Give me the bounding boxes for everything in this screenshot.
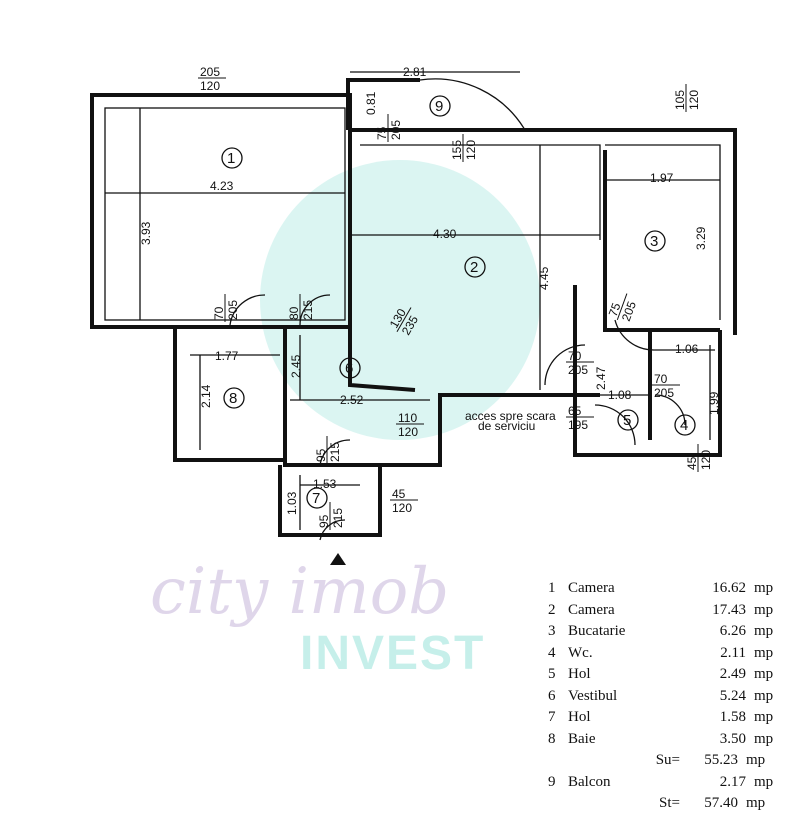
svg-text:205: 205 xyxy=(654,386,674,400)
svg-text:120: 120 xyxy=(392,501,412,515)
svg-text:4.30: 4.30 xyxy=(433,227,457,241)
svg-text:2.14: 2.14 xyxy=(199,384,213,408)
svg-text:120: 120 xyxy=(200,79,220,93)
svg-text:80: 80 xyxy=(287,306,301,320)
svg-text:65: 65 xyxy=(568,404,582,418)
svg-text:1.97: 1.97 xyxy=(650,171,674,185)
svg-text:1.03: 1.03 xyxy=(285,491,299,515)
walls xyxy=(90,71,737,565)
room-3-label: 3 xyxy=(650,233,658,250)
room-9-label: 9 xyxy=(435,98,443,115)
svg-text:3.29: 3.29 xyxy=(694,226,708,250)
svg-text:4.23: 4.23 xyxy=(210,179,234,193)
svg-text:195: 195 xyxy=(568,418,588,432)
room-7-label: 7 xyxy=(312,490,320,507)
svg-text:120: 120 xyxy=(687,90,701,110)
watermark-script: city imob xyxy=(150,555,450,629)
svg-text:45: 45 xyxy=(392,487,406,501)
svg-text:215: 215 xyxy=(331,508,345,528)
svg-text:120: 120 xyxy=(699,450,713,470)
svg-text:105: 105 xyxy=(673,90,687,110)
note-line2: de serviciu xyxy=(478,419,535,433)
svg-text:120: 120 xyxy=(398,425,418,439)
svg-text:205: 205 xyxy=(200,65,220,79)
svg-text:215: 215 xyxy=(328,442,342,462)
dimensions: 4.23 3.93 2.81 0.81 4.30 4.45 1.97 3.29 … xyxy=(139,65,721,515)
room-1-label: 1 xyxy=(227,150,235,167)
svg-text:95: 95 xyxy=(317,514,331,528)
svg-text:70: 70 xyxy=(654,372,668,386)
svg-text:110: 110 xyxy=(398,411,417,425)
svg-text:95: 95 xyxy=(314,448,328,462)
svg-text:155: 155 xyxy=(450,140,464,160)
room-labels: 1 2 3 4 5 6 7 8 9 xyxy=(221,95,696,509)
room-8-label: 8 xyxy=(229,390,237,407)
note-line1: acces spre scara xyxy=(465,409,556,423)
svg-text:2.47: 2.47 xyxy=(594,366,608,390)
svg-text:2.52: 2.52 xyxy=(340,393,364,407)
svg-text:3.93: 3.93 xyxy=(139,221,153,245)
svg-text:2.81: 2.81 xyxy=(403,65,427,79)
svg-text:1.77: 1.77 xyxy=(215,349,239,363)
svg-text:205: 205 xyxy=(389,120,403,140)
watermark-invest: INVEST xyxy=(300,627,486,680)
svg-text:205: 205 xyxy=(226,300,240,320)
svg-text:215: 215 xyxy=(301,300,315,320)
svg-text:1.53: 1.53 xyxy=(313,477,337,491)
room-2-label: 2 xyxy=(470,259,478,276)
room-6-label: 6 xyxy=(345,360,353,377)
svg-text:70: 70 xyxy=(568,349,582,363)
entrance-arrow-icon xyxy=(330,553,346,565)
svg-text:75: 75 xyxy=(375,126,389,140)
svg-text:1.08: 1.08 xyxy=(608,388,632,402)
svg-text:2.45: 2.45 xyxy=(289,354,303,378)
svg-text:205: 205 xyxy=(568,363,588,377)
svg-text:1.06: 1.06 xyxy=(675,342,699,356)
svg-text:4.45: 4.45 xyxy=(537,266,551,290)
room-5-label: 5 xyxy=(623,412,631,429)
svg-text:45: 45 xyxy=(685,456,699,470)
watermark-logo xyxy=(260,160,540,440)
svg-text:70: 70 xyxy=(212,306,226,320)
room-4-label: 4 xyxy=(680,417,688,434)
svg-text:205: 205 xyxy=(619,299,639,323)
svg-text:120: 120 xyxy=(464,140,478,160)
svg-text:1.99: 1.99 xyxy=(707,391,721,415)
svg-text:0.81: 0.81 xyxy=(364,91,378,115)
